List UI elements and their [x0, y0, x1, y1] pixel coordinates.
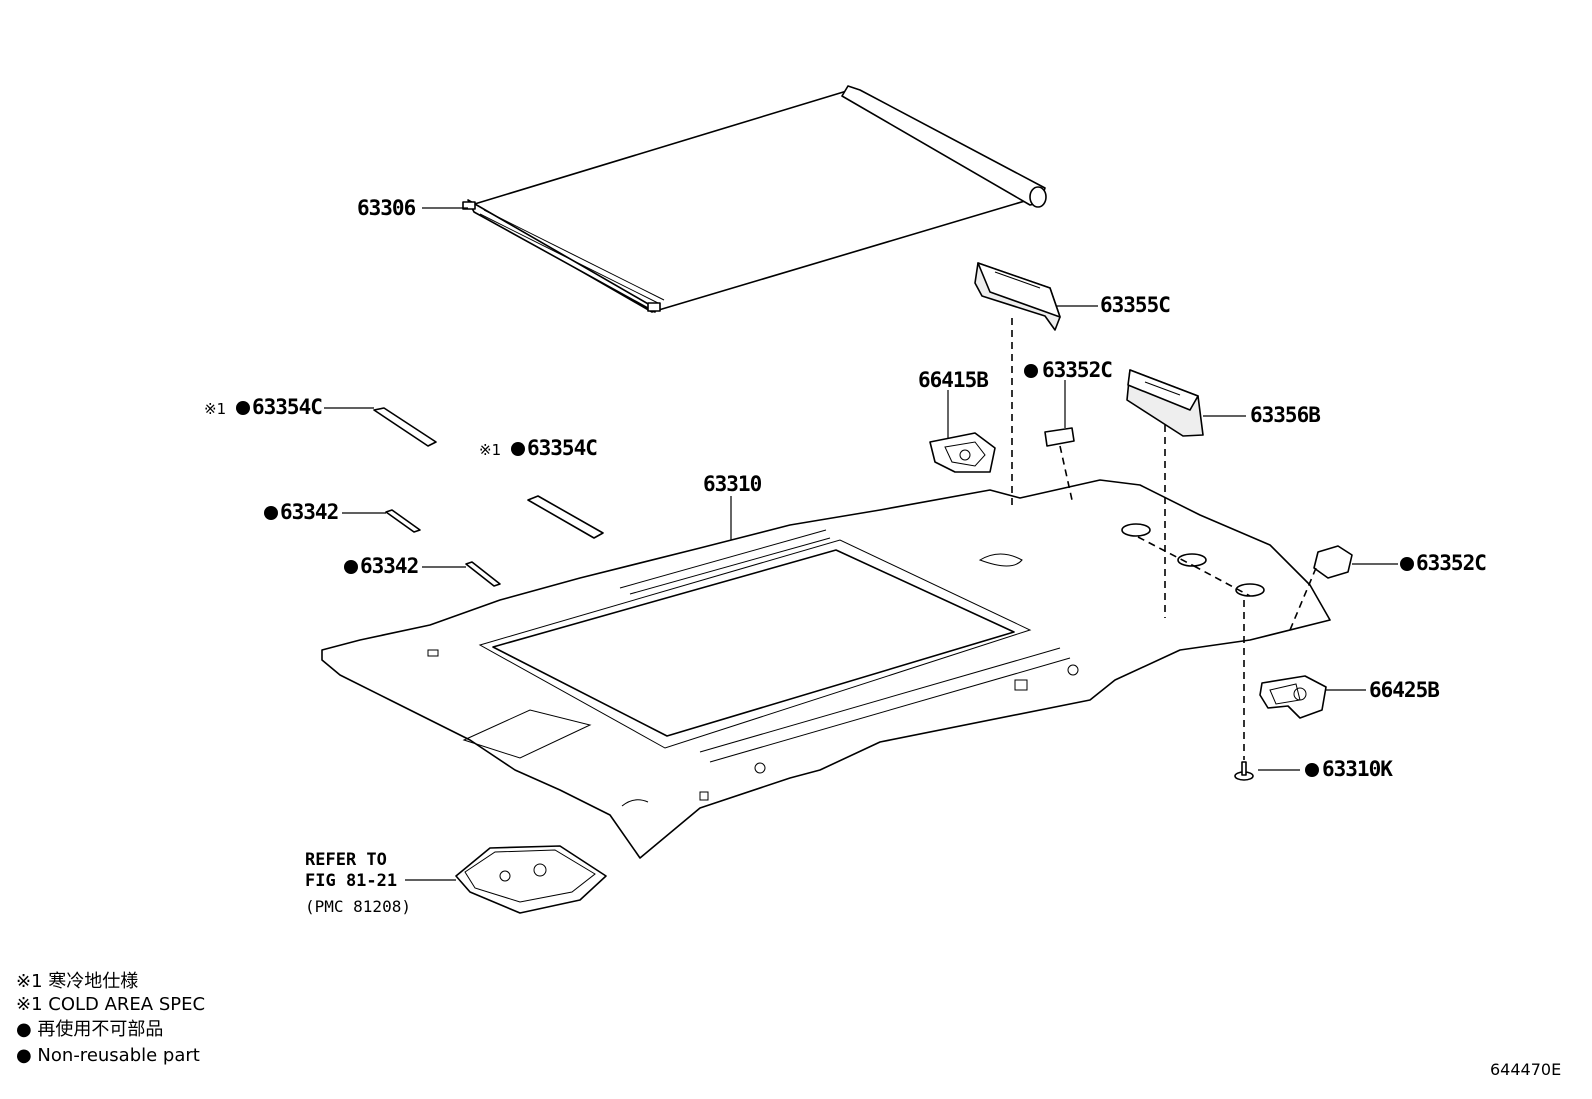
non-reusable-dot-icon — [1024, 364, 1038, 378]
label-63352c-right: 63352C — [1416, 551, 1486, 575]
reference-line-1: REFER TO — [305, 850, 387, 870]
part-pad-63355c[interactable] — [974, 262, 1061, 331]
part-bracket-66425b[interactable] — [1259, 675, 1327, 719]
part-bracket-66415b[interactable] — [929, 432, 996, 473]
callout-63342-a: 63342 — [264, 500, 339, 524]
callout-63352c-top: 63352C — [1024, 358, 1113, 382]
part-map-lamp-reference[interactable] — [455, 845, 607, 914]
part-tape-63354c-b[interactable] — [527, 495, 604, 539]
label-63342-a: 63342 — [280, 500, 338, 524]
callout-63310k: 63310K — [1305, 757, 1394, 781]
callout-63355c: 63355C — [1100, 293, 1171, 317]
cold-area-mark: ※1 — [479, 441, 501, 459]
part-pad-63356b[interactable] — [1126, 369, 1204, 437]
part-tape-63342-a[interactable] — [385, 509, 421, 533]
legend: ※1 寒冷地仕様 ※1 COLD AREA SPEC ● 再使用不可部品 ● N… — [16, 971, 205, 1066]
label-63354c-b: 63354C — [527, 436, 597, 460]
non-reusable-dot-icon — [1400, 557, 1414, 571]
label-66425b: 66425B — [1369, 678, 1439, 702]
leader-lines — [324, 207, 1398, 881]
part-tape-63342-b[interactable] — [465, 561, 501, 587]
part-clip-63310k[interactable] — [1234, 761, 1254, 781]
non-reusable-dot-icon — [344, 560, 358, 574]
legend-line-2: ※1 COLD AREA SPEC — [16, 994, 205, 1015]
part-headliner-63310[interactable] — [321, 479, 1331, 859]
reference-note: REFER TO FIG 81-21 (PMC 81208) — [305, 850, 411, 916]
label-66415b: 66415B — [918, 368, 988, 392]
non-reusable-dot-icon — [236, 401, 250, 415]
cold-area-mark: ※1 — [204, 400, 226, 418]
non-reusable-dot-icon — [1305, 763, 1319, 777]
label-63354c-a: 63354C — [252, 395, 322, 419]
label-63306: 63306 — [357, 196, 416, 220]
reference-line-3: (PMC 81208) — [305, 897, 411, 916]
label-63355c: 63355C — [1100, 293, 1170, 317]
callout-66415b: 66415B — [918, 368, 989, 392]
callout-63310: 63310 — [703, 472, 763, 496]
legend-line-3: ● 再使用不可部品 — [16, 1019, 163, 1040]
part-tape-63354c-a[interactable] — [373, 407, 437, 447]
label-63310: 63310 — [703, 472, 762, 496]
part-sunshade-63306[interactable] — [462, 85, 1047, 313]
label-63356b: 63356B — [1250, 403, 1320, 427]
label-63352c-top: 63352C — [1042, 358, 1112, 382]
callout-63306: 63306 — [357, 196, 417, 220]
callout-63356b: 63356B — [1250, 403, 1321, 427]
callout-63352c-right: 63352C — [1400, 551, 1487, 575]
callout-63354c-a: ※1 63354C — [204, 395, 323, 419]
non-reusable-dot-icon — [264, 506, 278, 520]
figure-id: 644470E — [1490, 1060, 1561, 1079]
part-clip-63352c-right[interactable] — [1313, 545, 1353, 579]
reference-line-2: FIG 81-21 — [305, 871, 397, 891]
callout-66425b: 66425B — [1369, 678, 1440, 702]
non-reusable-dot-icon — [511, 442, 525, 456]
legend-line-4: ● Non-reusable part — [16, 1045, 200, 1066]
callout-63342-b: 63342 — [344, 554, 419, 578]
callout-63354c-b: ※1 63354C — [479, 436, 598, 460]
part-clip-63352c-top[interactable] — [1044, 427, 1075, 447]
legend-line-1: ※1 寒冷地仕様 — [16, 971, 138, 992]
label-63342-b: 63342 — [360, 554, 418, 578]
label-63310k: 63310K — [1322, 757, 1393, 781]
attachment-lines — [1011, 318, 1317, 760]
